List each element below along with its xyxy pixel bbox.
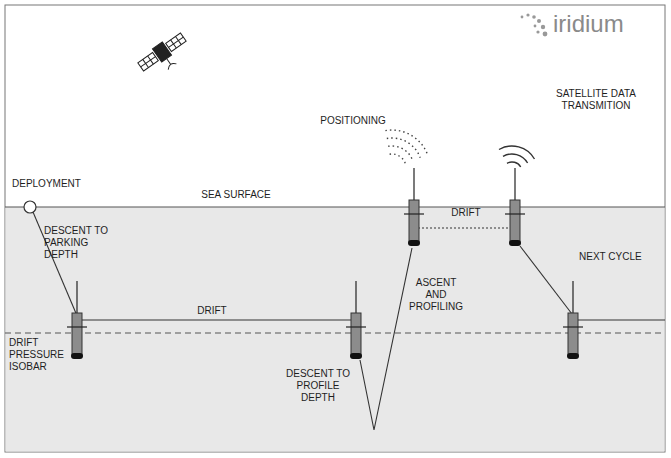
frame xyxy=(5,5,665,452)
sea-water xyxy=(6,207,665,452)
stage-label: DEPLOYMENT xyxy=(12,178,81,190)
stage-label: DRIFT xyxy=(436,207,496,219)
stage-label: DRIFT xyxy=(182,305,242,317)
deployment-point xyxy=(24,201,36,213)
isobar-label: DRIFT PRESSURE ISOBAR xyxy=(9,337,69,373)
satellite-icon xyxy=(136,31,194,82)
stage-label: ASCENT AND PROFILING xyxy=(407,277,465,313)
argo-float xyxy=(505,168,525,246)
iridium-logo-dots xyxy=(521,13,548,36)
stage-label: NEXT CYCLE xyxy=(579,251,642,263)
stage-label: DESCENT TO PROFILE DEPTH xyxy=(282,368,354,404)
argo-float xyxy=(67,281,87,359)
argo-float xyxy=(346,281,366,359)
sea-surface-line xyxy=(5,206,665,207)
stage-label: DESCENT TO PARKING DEPTH xyxy=(44,225,116,261)
argo-float xyxy=(404,168,424,246)
positioning-signal xyxy=(385,130,427,163)
stage-label: SATELLITE DATA TRANSMITION xyxy=(551,88,641,112)
stage-label: POSITIONING xyxy=(303,115,403,127)
logo-wordmark: iridium xyxy=(553,10,624,38)
surface-label: SEA SURFACE xyxy=(186,189,286,201)
argo-float xyxy=(563,281,583,359)
transmission-signal xyxy=(499,146,535,167)
float-path xyxy=(33,212,665,430)
isobar-line xyxy=(5,333,665,334)
